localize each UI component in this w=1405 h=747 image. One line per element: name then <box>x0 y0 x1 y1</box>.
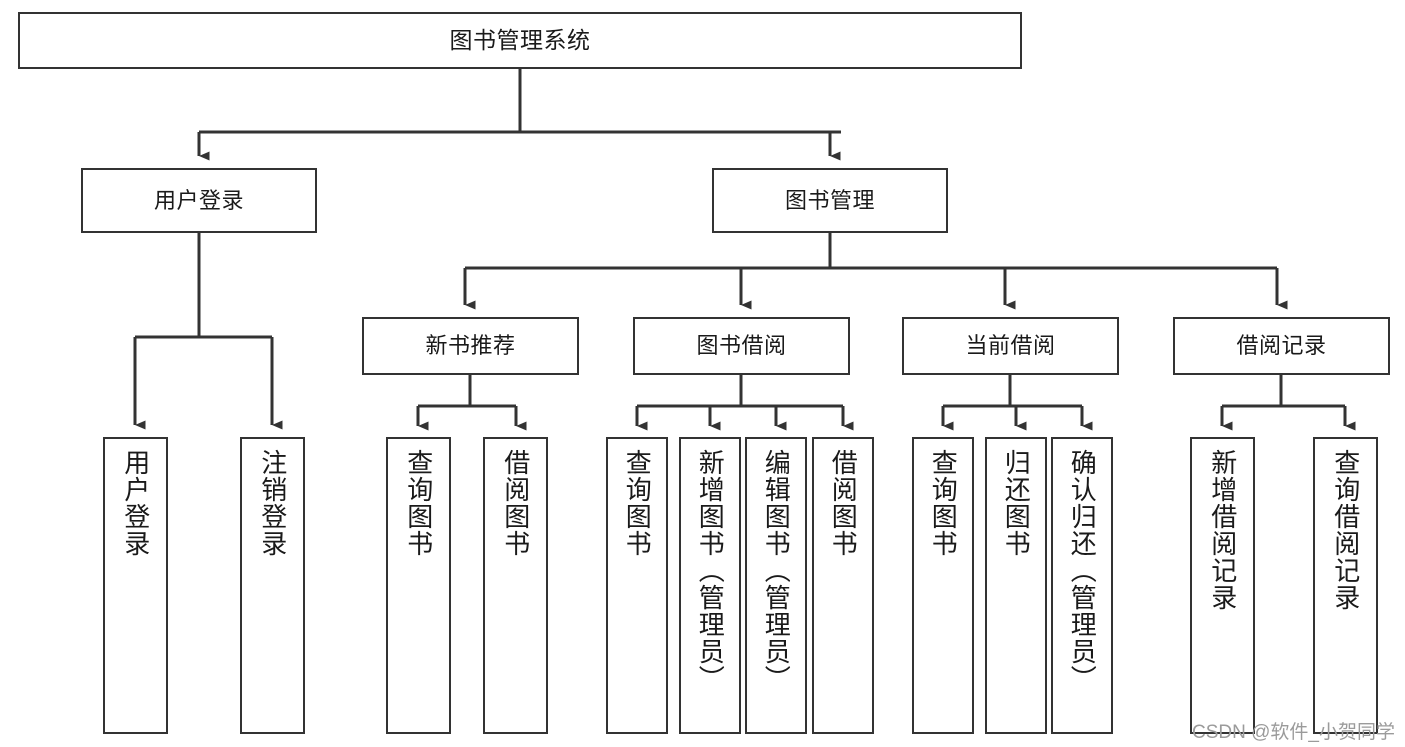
node-new-book-recommend-label: 新书推荐 <box>425 333 516 359</box>
node-leaf-edit-book-admin[interactable]: 编辑图书（管理员） <box>745 437 807 734</box>
node-leaf-add-book-admin-label: 新增图书（管理员） <box>695 449 726 692</box>
node-new-book-recommend[interactable]: 新书推荐 <box>362 317 579 375</box>
node-leaf-edit-book-admin-label: 编辑图书（管理员） <box>761 449 792 692</box>
node-user-login[interactable]: 用户登录 <box>81 168 317 233</box>
node-leaf-borrow-book-recommend-label: 借阅图书 <box>500 449 531 557</box>
csdn-watermark: CSDN @软件_小贺同学 <box>1192 722 1395 743</box>
node-leaf-query-book-recommend-label: 查询图书 <box>403 449 434 557</box>
node-leaf-query-book-borrow[interactable]: 查询图书 <box>606 437 668 734</box>
node-leaf-query-borrow-record-label: 查询借阅记录 <box>1330 449 1361 611</box>
node-leaf-add-borrow-record[interactable]: 新增借阅记录 <box>1190 437 1255 734</box>
node-book-borrow-label: 图书借阅 <box>696 333 787 359</box>
node-leaf-query-borrow-record[interactable]: 查询借阅记录 <box>1313 437 1378 734</box>
node-leaf-query-book-current[interactable]: 查询图书 <box>912 437 974 734</box>
node-leaf-query-book-recommend[interactable]: 查询图书 <box>386 437 451 734</box>
node-borrow-record[interactable]: 借阅记录 <box>1173 317 1390 375</box>
node-leaf-add-book-admin[interactable]: 新增图书（管理员） <box>679 437 741 734</box>
node-current-borrow-label: 当前借阅 <box>965 333 1056 359</box>
node-book-management[interactable]: 图书管理 <box>712 168 948 233</box>
node-leaf-confirm-return-admin[interactable]: 确认归还（管理员） <box>1051 437 1113 734</box>
node-leaf-confirm-return-admin-label: 确认归还（管理员） <box>1067 449 1098 692</box>
node-root-label: 图书管理系统 <box>449 26 591 53</box>
node-book-borrow[interactable]: 图书借阅 <box>633 317 850 375</box>
node-leaf-user-login-label: 用户登录 <box>120 449 151 557</box>
node-leaf-return-book[interactable]: 归还图书 <box>985 437 1047 734</box>
node-user-login-label: 用户登录 <box>153 187 244 213</box>
node-leaf-user-login[interactable]: 用户登录 <box>103 437 168 734</box>
node-current-borrow[interactable]: 当前借阅 <box>902 317 1119 375</box>
node-leaf-logout[interactable]: 注销登录 <box>240 437 305 734</box>
node-leaf-borrow-book-label: 借阅图书 <box>828 449 859 557</box>
node-leaf-logout-label: 注销登录 <box>257 449 288 557</box>
node-leaf-add-borrow-record-label: 新增借阅记录 <box>1207 449 1238 611</box>
node-book-management-label: 图书管理 <box>784 187 875 213</box>
node-leaf-query-book-borrow-label: 查询图书 <box>622 449 653 557</box>
node-leaf-borrow-book-recommend[interactable]: 借阅图书 <box>483 437 548 734</box>
node-root-book-management-system[interactable]: 图书管理系统 <box>18 12 1022 69</box>
node-leaf-return-book-label: 归还图书 <box>1001 449 1032 557</box>
connectors <box>133 69 1356 431</box>
node-borrow-record-label: 借阅记录 <box>1236 333 1327 359</box>
node-leaf-query-book-current-label: 查询图书 <box>928 449 959 557</box>
node-leaf-borrow-book[interactable]: 借阅图书 <box>812 437 874 734</box>
